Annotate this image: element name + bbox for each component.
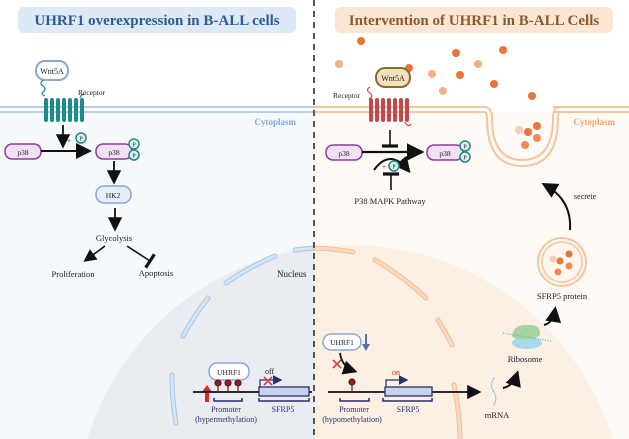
phosphate-label: P — [463, 145, 467, 151]
vesicle-cargo-particles — [549, 250, 573, 276]
right-p38-phosphate-2 — [459, 151, 471, 163]
promoter-bracket — [213, 398, 243, 402]
right-sfrp5-gene-box — [384, 386, 433, 397]
proliferation-label: Proliferation — [52, 269, 96, 279]
apoptosis-label: Apoptosis — [139, 268, 173, 278]
ribosome-label: Ribosome — [508, 354, 543, 364]
methyl-group-icon — [348, 378, 356, 392]
right-phosphate-icon — [388, 160, 400, 172]
left-p38-label: p38 — [17, 148, 29, 157]
p38-mapk-pathway-label: P38 MAPK Pathway — [354, 196, 426, 206]
phosphate-label: P — [132, 154, 136, 160]
phosphate-label: P — [132, 143, 136, 149]
right-plus-sign: + — [382, 163, 386, 171]
left-uhrf1-label: UHRF1 — [217, 368, 241, 377]
right-uhrf1-protein — [322, 333, 362, 351]
right-cytoplasm-label: Cytoplasm — [573, 117, 615, 127]
nucleus-label: Nucleus — [277, 269, 307, 279]
left-phosphate-label: P — [79, 137, 83, 143]
left-cytoplasm-label: Cytoplasm — [254, 117, 296, 127]
hypomethylation-label: (hypomethylation) — [322, 415, 382, 424]
left-plus-sign: + — [67, 137, 71, 145]
right-receptor-label: Receptor — [333, 91, 361, 100]
left-promoter-label: Promoter — [211, 405, 241, 414]
mrna-to-ribosome-arrow — [502, 370, 521, 389]
right-wnt5a-ligand — [375, 67, 411, 88]
hk2-node — [95, 185, 132, 204]
glycolysis-label: Glycolysis — [96, 233, 132, 243]
mrna-icon — [490, 377, 497, 407]
on-label: on — [392, 368, 400, 377]
left-wnt5a-label: Wnt5A — [40, 67, 64, 76]
hk2-label: HK2 — [106, 191, 121, 200]
right-p38-phosphate-1 — [459, 140, 471, 152]
right-title-box — [335, 7, 613, 33]
left-title: UHRF1 overexpression in B-ALL cells — [34, 13, 279, 29]
right-receptor-icon — [369, 98, 409, 122]
mrna-label: mRNA — [485, 410, 510, 420]
phosphorylation-arc — [373, 155, 411, 174]
secrete-label: secrete — [574, 192, 597, 201]
ribosome-icon — [502, 324, 552, 349]
right-wnt5a-label: Wnt5A — [381, 74, 405, 83]
left-wnt5a-ligand — [35, 60, 69, 81]
promoter-bracket — [339, 398, 370, 402]
methyl-group-icons — [214, 379, 242, 392]
left-p38-phosphate-1 — [128, 138, 140, 150]
right-p38-active-label: p38 — [439, 149, 451, 158]
phosphate-label: P — [463, 156, 467, 162]
up-arrow-icon — [202, 385, 212, 402]
off-label: off — [265, 367, 275, 376]
phosphate-label: P — [392, 165, 396, 171]
right-promoter-label: Promoter — [339, 405, 369, 414]
blocked-x-icon — [263, 376, 273, 386]
translation-arrow — [543, 306, 562, 326]
sfrp5-bracket — [382, 398, 433, 402]
left-sfrp5-label: SFRP5 — [272, 405, 295, 414]
right-title: Intervention of UHRF1 in B-ALL Cells — [349, 13, 600, 29]
sfrp5-protein-label: SFRP5 protein — [537, 291, 588, 301]
right-sfrp5-label: SFRP5 — [397, 405, 420, 414]
left-p38-active-label: p38 — [108, 148, 120, 157]
left-membrane — [0, 106, 314, 113]
right-uhrf1-label: UHRF1 — [330, 338, 354, 347]
left-receptor-label: Receptor — [78, 88, 106, 97]
secrete-arrow — [541, 183, 572, 231]
sfrp5-secreted-particles — [335, 37, 541, 149]
left-p38-phosphate-2 — [128, 149, 140, 161]
blocked-x-icon — [332, 359, 342, 369]
left-sfrp5-gene-box — [258, 386, 310, 397]
uhrf1-binding-arrow — [339, 352, 358, 375]
right-p38-label: p38 — [338, 149, 350, 158]
down-arrow-icon — [362, 334, 370, 351]
hypermethylation-label: (hypermethylation) — [195, 415, 257, 424]
left-receptor-icon — [44, 98, 84, 122]
left-title-box — [18, 7, 296, 33]
sfrp5-bracket — [258, 398, 310, 402]
